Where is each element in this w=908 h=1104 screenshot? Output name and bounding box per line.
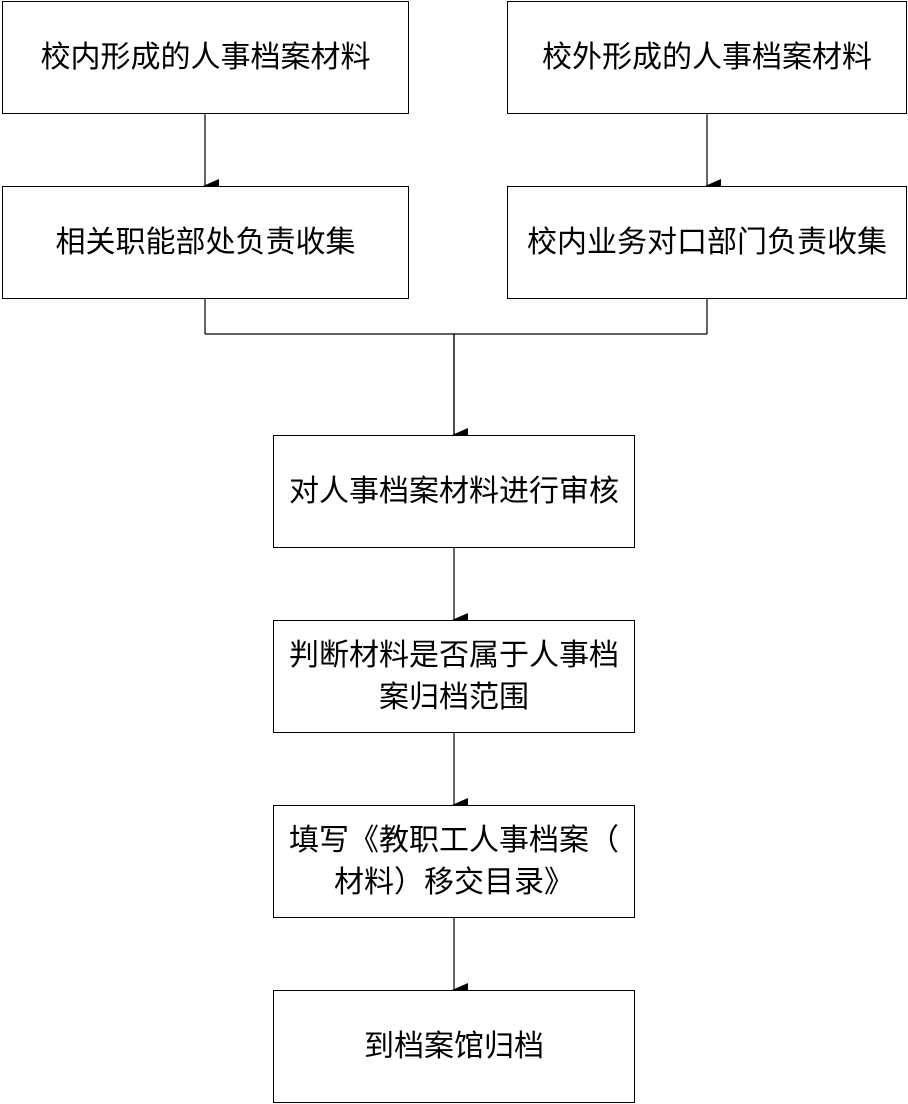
node-business-dept-collect-label: 校内业务对口部门负责收集 — [527, 224, 887, 260]
node-fill-transfer-list: 填写《教职工人事档案（ 材料）移交目录》 — [273, 805, 635, 918]
node-review-materials: 对人事档案材料进行审核 — [273, 435, 635, 548]
node-review-materials-label: 对人事档案材料进行审核 — [289, 473, 619, 509]
node-external-materials: 校外形成的人事档案材料 — [507, 1, 907, 114]
node-business-dept-collect: 校内业务对口部门负责收集 — [507, 186, 907, 299]
node-judge-scope-label: 判断材料是否属于人事档 案归档范围 — [289, 637, 619, 715]
node-judge-scope: 判断材料是否属于人事档 案归档范围 — [273, 620, 635, 733]
node-functional-dept-collect-label: 相关职能部处负责收集 — [55, 224, 356, 260]
node-archive: 到档案馆归档 — [273, 990, 635, 1103]
node-functional-dept-collect: 相关职能部处负责收集 — [2, 186, 409, 299]
node-internal-materials-label: 校内形成的人事档案材料 — [40, 39, 371, 75]
node-fill-transfer-list-label: 填写《教职工人事档案（ 材料）移交目录》 — [289, 822, 619, 900]
node-external-materials-label: 校外形成的人事档案材料 — [542, 39, 872, 75]
node-internal-materials: 校内形成的人事档案材料 — [2, 1, 409, 114]
node-archive-label: 到档案馆归档 — [364, 1028, 544, 1064]
